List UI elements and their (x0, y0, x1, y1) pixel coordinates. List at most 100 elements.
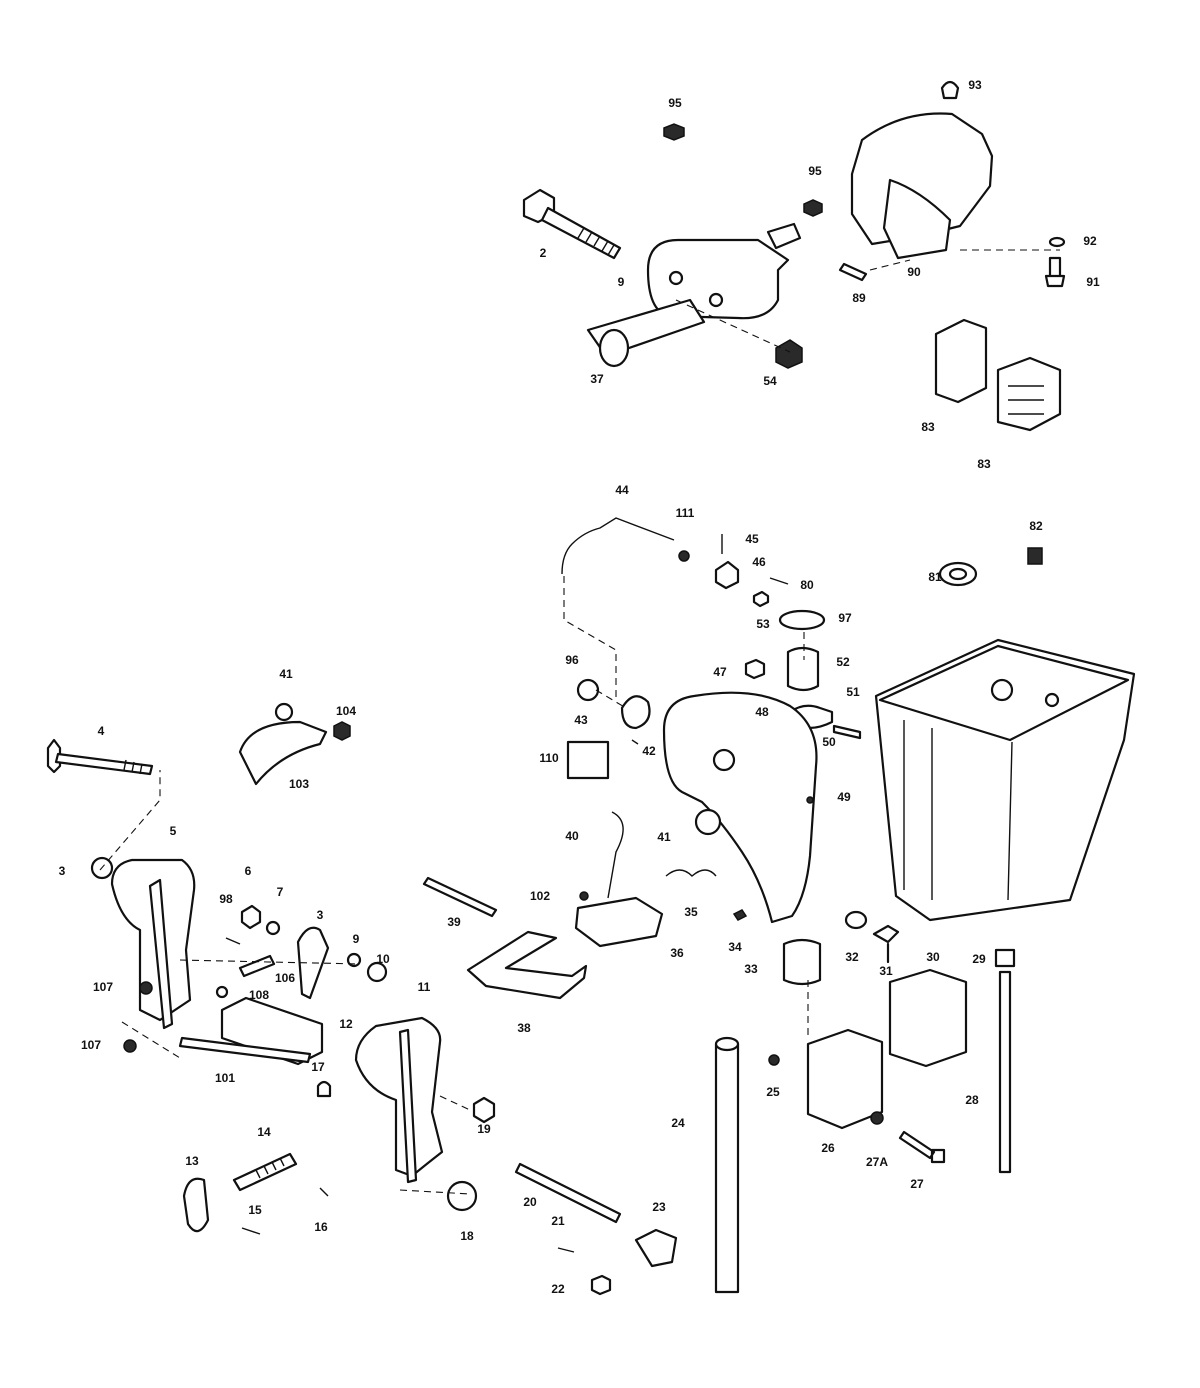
part-10-spring-washer (366, 961, 388, 983)
part-11-bracket-arm (398, 1028, 418, 1184)
callout-96: 96 (565, 653, 579, 667)
part-106-bolt (238, 954, 276, 978)
callout-10: 10 (376, 952, 390, 966)
callout-83b: 83 (977, 457, 991, 471)
callout-107a: 107 (93, 980, 113, 994)
part-39-rod (422, 876, 498, 918)
assembly-line-left-d (179, 959, 361, 965)
callout-30: 30 (926, 950, 940, 964)
steering-swivel-arm (662, 691, 818, 924)
callout-42: 42 (642, 744, 656, 758)
part-16-pin (319, 1187, 329, 1197)
callout-103: 103 (289, 777, 309, 791)
callout-90: 90 (907, 265, 921, 279)
callout-107b: 107 (81, 1038, 101, 1052)
part-89-pin (838, 262, 868, 282)
part-20-rod (514, 1162, 622, 1224)
callout-35: 35 (684, 905, 698, 919)
part-91-bolt (1044, 256, 1066, 288)
part-25-nut (768, 1054, 780, 1066)
callout-111: 111 (676, 506, 695, 520)
part-92-washer (1048, 236, 1066, 248)
part-95-nut-b (803, 199, 823, 217)
part-27-bolt (898, 1130, 946, 1164)
part-93-cap (940, 80, 960, 100)
part-28-rod (998, 970, 1012, 1174)
callout-20: 20 (523, 1195, 537, 1209)
callout-40: 40 (565, 829, 579, 843)
callout-97: 97 (838, 611, 852, 625)
part-4-bolt (46, 738, 62, 774)
callout-50: 50 (822, 735, 836, 749)
callout-104: 104 (336, 704, 356, 718)
part-97-washer (778, 609, 826, 631)
callout-51: 51 (846, 685, 860, 699)
part-9-tube (766, 222, 802, 250)
callout-98: 98 (219, 892, 233, 906)
callout-106: 106 (275, 971, 295, 985)
part-107-nut-b (123, 1039, 137, 1053)
callout-9b: 9 (353, 932, 360, 946)
callout-95a: 95 (668, 96, 682, 110)
part-35-spring (665, 869, 717, 877)
swivel-bracket-group (522, 80, 1066, 432)
callout-53: 53 (756, 617, 770, 631)
part-110-plate (566, 740, 610, 780)
part-42-pin (631, 739, 639, 745)
callout-14: 14 (257, 1125, 271, 1139)
part-43-bearing (620, 695, 651, 730)
callout-37: 37 (590, 372, 604, 386)
callout-2: 2 (540, 246, 547, 260)
callout-41b: 41 (657, 830, 671, 844)
callout-33: 33 (744, 962, 758, 976)
part-29-plug (994, 948, 1016, 968)
part-81-grommet-inner (948, 567, 968, 581)
assembly-line-upper-a (675, 299, 791, 353)
callout-22: 22 (551, 1282, 565, 1296)
callout-19: 19 (477, 1122, 491, 1136)
callout-81: 81 (928, 570, 942, 584)
part-9-bracket-hole-2 (708, 292, 724, 308)
part-90-clamp-lower (882, 178, 952, 260)
callout-32: 32 (845, 950, 859, 964)
callout-49: 49 (837, 790, 851, 804)
callout-82: 82 (1029, 519, 1043, 533)
part-83-pad-left (934, 318, 988, 404)
part-30-mount-pad (888, 968, 968, 1068)
callout-11: 11 (418, 980, 431, 994)
callout-18: 18 (460, 1229, 474, 1243)
callout-44: 44 (615, 483, 629, 497)
part-27a-nut (870, 1111, 884, 1125)
callout-17: 17 (311, 1060, 325, 1074)
callout-13: 13 (185, 1154, 199, 1168)
callout-43: 43 (574, 713, 588, 727)
steering-arm-group (561, 517, 1043, 986)
callout-6: 6 (245, 864, 252, 878)
part-83-pad-right (996, 356, 1062, 432)
callout-12: 12 (339, 1017, 353, 1031)
callout-38: 38 (517, 1021, 531, 1035)
callout-16: 16 (314, 1220, 328, 1234)
callout-36: 36 (670, 946, 684, 960)
callout-31: 31 (879, 964, 893, 978)
callout-110: 110 (539, 751, 559, 765)
assembly-line-96 (595, 689, 627, 709)
part-12-block (220, 996, 324, 1066)
part-98-pin (225, 937, 241, 945)
callout-45: 45 (745, 532, 759, 546)
callout-25: 25 (766, 1085, 780, 1099)
callout-8: 3 (317, 908, 324, 922)
part-19-nut (472, 1096, 496, 1124)
part-5-transom-bracket (110, 858, 196, 1022)
callout-24: 24 (671, 1116, 685, 1130)
callout-41a: 41 (279, 667, 293, 681)
part-53-nut (752, 590, 770, 608)
part-108-washer (215, 985, 229, 999)
callout-5: 5 (170, 824, 177, 838)
callout-83a: 83 (921, 420, 935, 434)
callout-39: 39 (447, 915, 461, 929)
callout-4: 4 (98, 724, 105, 738)
part-107-nut-a (139, 981, 153, 995)
part-54-cap (775, 339, 803, 369)
